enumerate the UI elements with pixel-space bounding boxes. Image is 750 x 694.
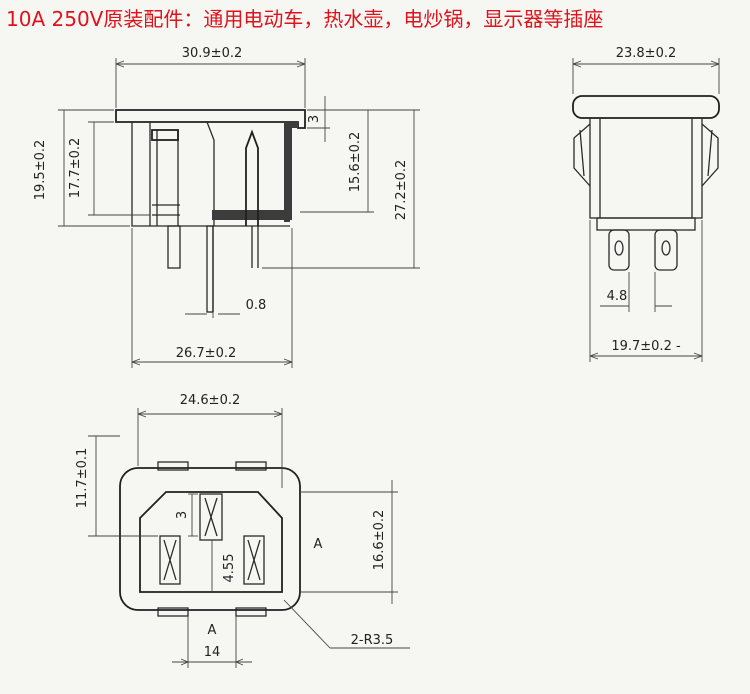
side-pin-thickness-label: 0.8 (246, 298, 267, 313)
front-slot-right (243, 535, 265, 585)
front-height-label: 16.6±0.2 (372, 510, 387, 571)
side-height-outer-label: 19.5±0.2 (33, 140, 48, 201)
front-inner-socket (139, 491, 283, 593)
side-contact-block (151, 129, 179, 141)
side-hatched-base (212, 210, 292, 220)
front-slot-left (159, 535, 181, 585)
side-width-top-label: 30.9±0.2 (182, 46, 243, 61)
side-pin-long (206, 225, 214, 313)
end-terminal-left (608, 229, 630, 271)
front-tab-bottom-right (235, 607, 267, 617)
front-tab-top-right (235, 461, 267, 471)
front-earth-slot (199, 493, 223, 541)
end-terminal-right (654, 229, 678, 271)
front-flange-height-label: 11.7±0.1 (75, 448, 90, 509)
front-outer-frame (119, 467, 301, 611)
front-radius-note: 2-R3.5 (351, 633, 394, 648)
side-pin-height-label: 15.6±0.2 (348, 132, 363, 193)
end-pitch-label: 4.8 (607, 289, 628, 304)
side-width-bottom-label: 26.7±0.2 (176, 346, 237, 361)
section-mark-right: A (314, 537, 323, 552)
side-pin-left (167, 225, 181, 269)
front-tab-top-left (157, 461, 189, 471)
headline: 10A 250V原装配件：通用电动车，热水壶，电炒锅，显示器等插座 (6, 7, 604, 31)
front-width-label: 24.6±0.2 (180, 393, 241, 408)
side-total-height-label: 27.2±0.2 (394, 160, 409, 221)
side-flange-label: 3 (307, 115, 322, 123)
front-tab-bottom-left (157, 607, 189, 617)
side-view: 30.9±0.2 19.5±0.2 17.7±0.2 3 15.6±0.2 27… (33, 46, 420, 368)
side-height-inner-label: 17.7±0.2 (68, 138, 83, 199)
side-body-outline (131, 122, 290, 227)
end-width-bottom-label: 19.7±0.2 - (611, 339, 681, 354)
front-pin-gap-label: 3 (175, 511, 190, 519)
front-bottom-width-label: 14 (204, 645, 221, 660)
end-view: 23.8±0.2 4.8 19.7±0.2 - (572, 46, 720, 362)
front-view: 24.6±0.2 11.7±0.1 16.6±0.2 3 4.55 A A 2-… (75, 393, 410, 668)
end-body (589, 117, 703, 219)
end-top-flange (572, 95, 720, 119)
side-center-pin (245, 129, 259, 226)
front-pin-offset-label: 4.55 (222, 554, 237, 583)
section-mark-bottom: A (208, 623, 217, 638)
side-top-plate (115, 109, 306, 129)
end-width-top-label: 23.8±0.2 (616, 46, 677, 61)
